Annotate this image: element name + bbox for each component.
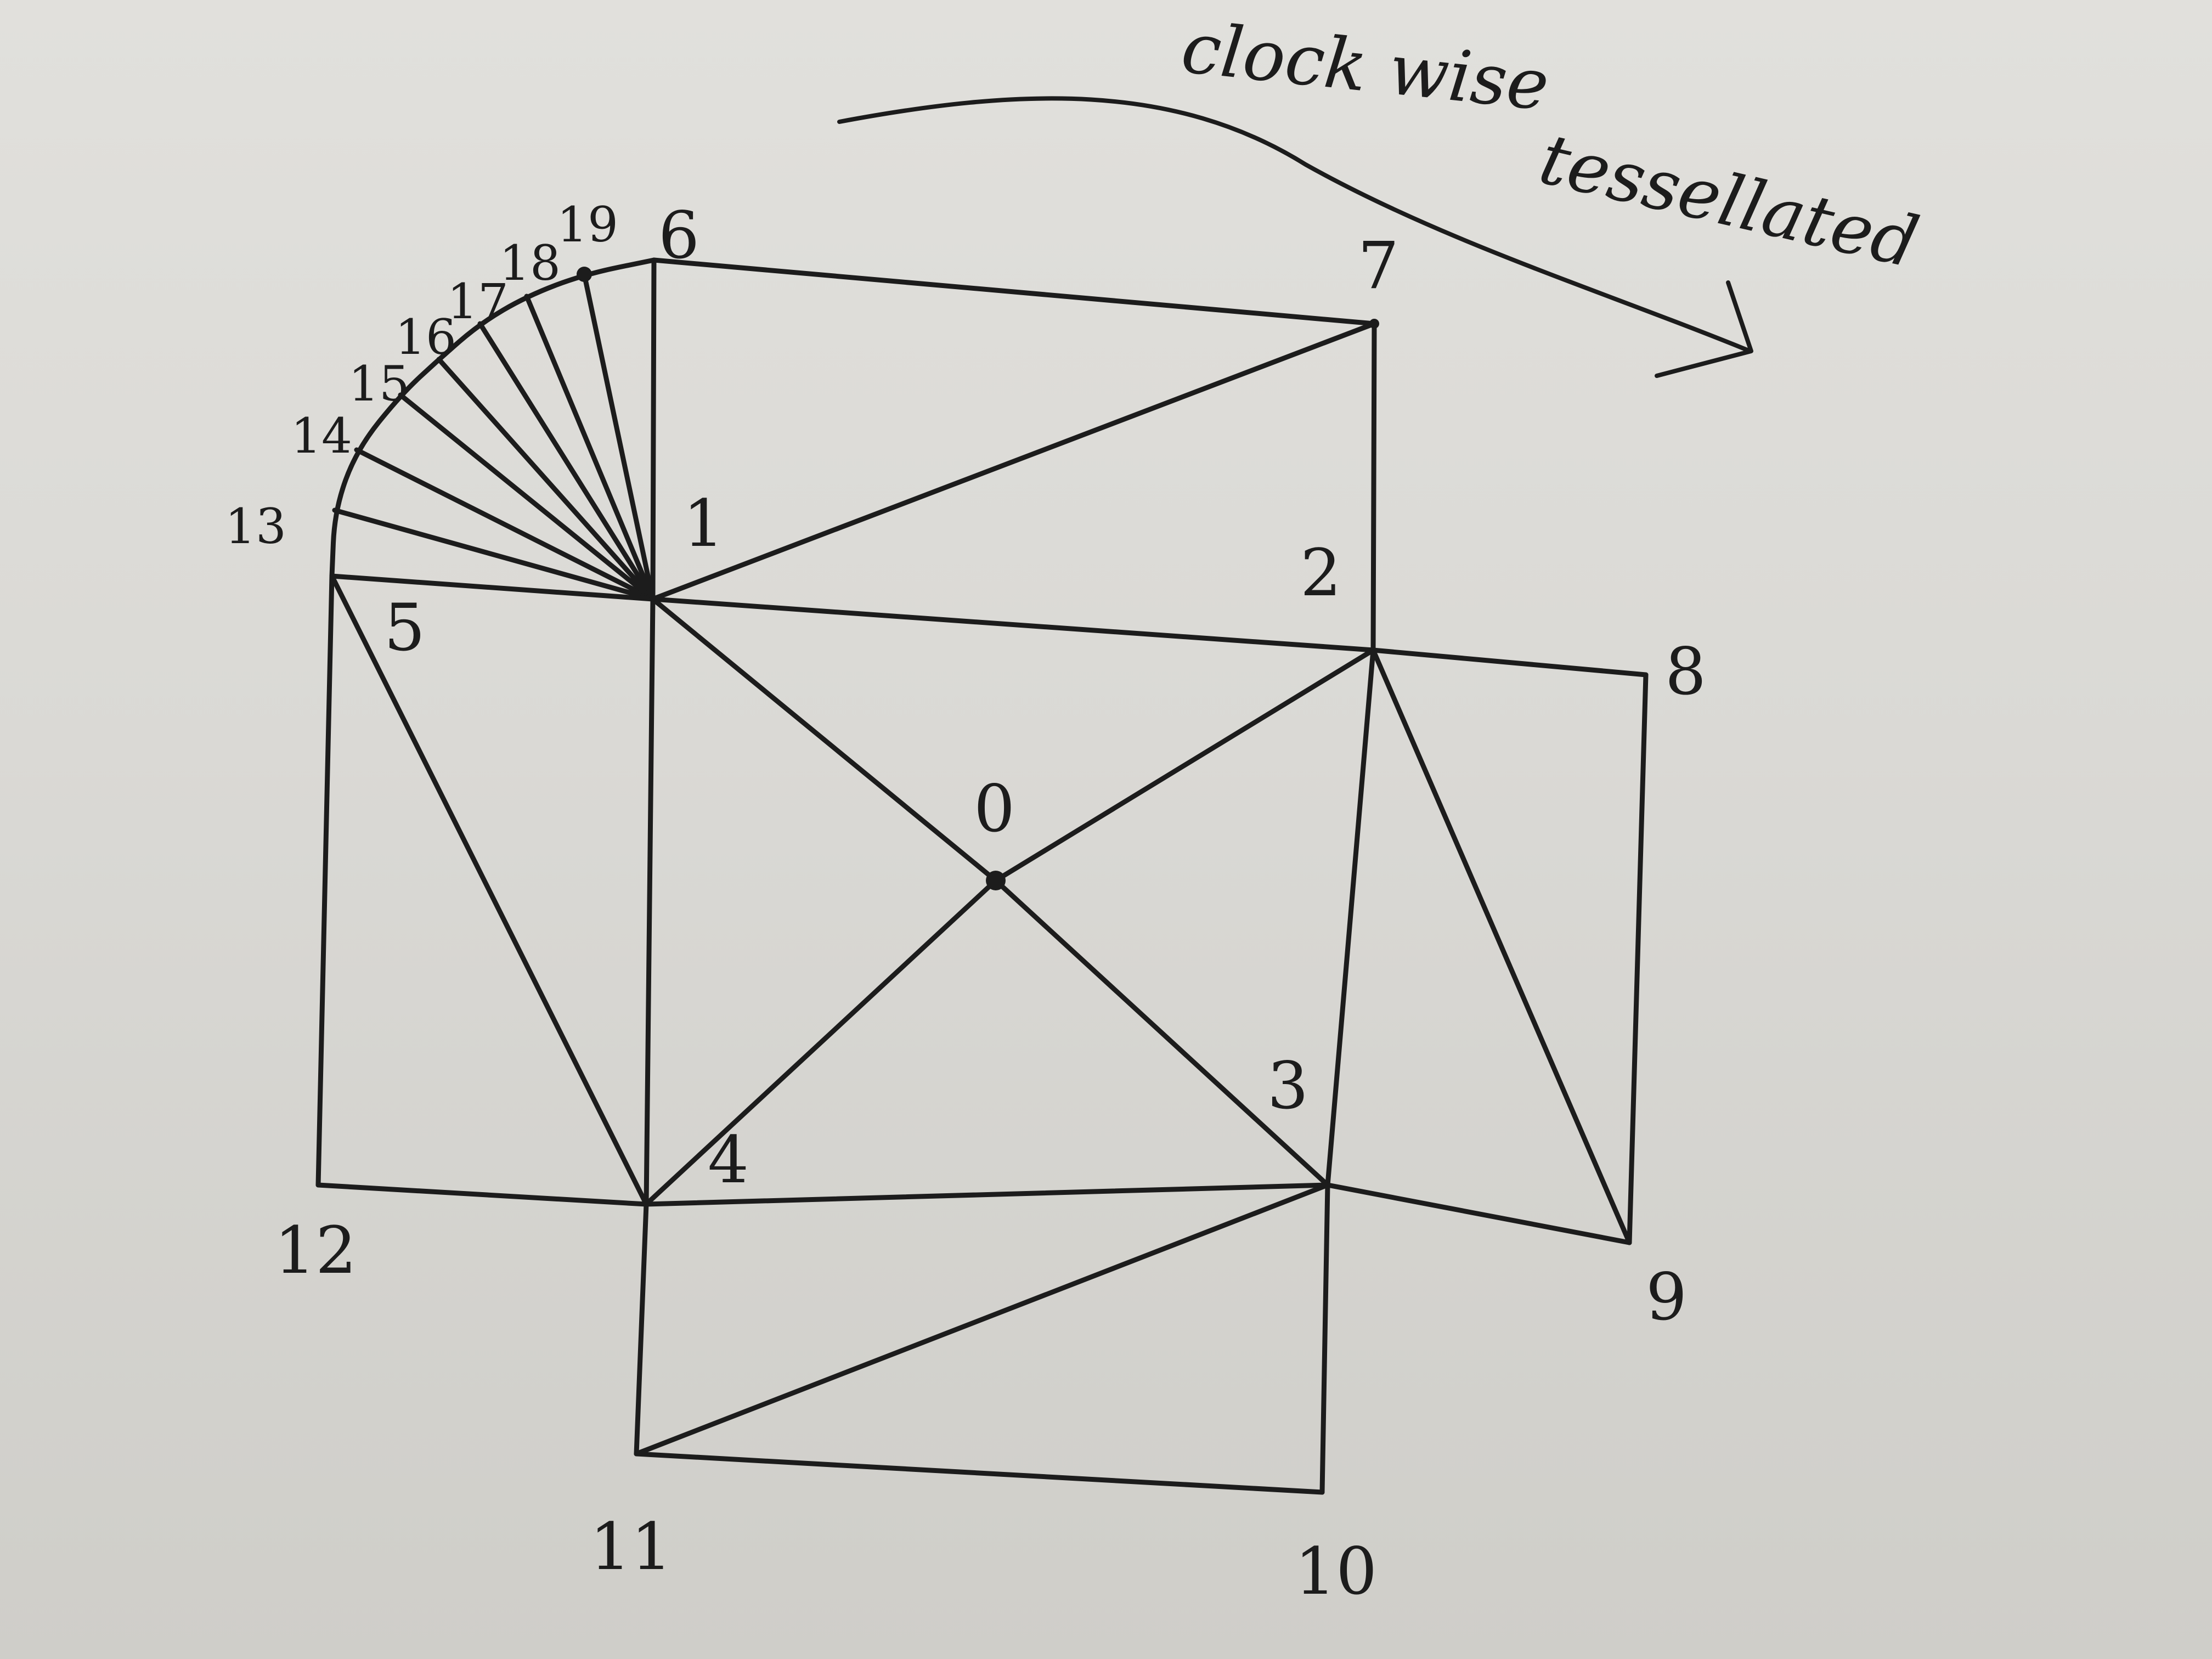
vertex-label-17: 17	[447, 273, 509, 330]
edge-1-13	[332, 507, 656, 602]
vertex-label-19: 19	[557, 196, 618, 253]
vertex-dot-0	[986, 871, 1006, 890]
edge-1-6	[650, 257, 657, 602]
edge-1-17	[477, 321, 656, 602]
vertex-label-15: 15	[348, 356, 410, 412]
vertex-label-7: 7	[1358, 228, 1399, 303]
edge-2-0	[993, 647, 1376, 883]
vertex-label-8: 8	[1665, 634, 1706, 709]
edge-1-19	[582, 272, 656, 602]
vertex-dot-7	[1369, 319, 1379, 329]
vertex-label-4: 4	[708, 1122, 749, 1198]
edge-2-3	[1325, 647, 1376, 1188]
annotation-line2: tessellated	[1532, 118, 1926, 284]
vertex-label-18: 18	[499, 235, 561, 291]
edge-5-1	[329, 573, 656, 602]
vertex-label-9: 9	[1646, 1259, 1687, 1335]
vertex-label-14: 14	[291, 408, 352, 464]
edge-0-4	[644, 878, 998, 1207]
vertex-label-11: 11	[590, 1509, 672, 1584]
vertex-dot-19	[577, 267, 592, 282]
vertex-label-0: 0	[974, 771, 1015, 847]
vertex-label-5: 5	[384, 590, 425, 665]
edge-1-15	[398, 392, 656, 602]
edge-1-18	[524, 294, 656, 602]
edge-3-4	[644, 1182, 1330, 1207]
edge-1-14	[354, 447, 656, 602]
vertex-label-13: 13	[225, 498, 286, 555]
vertex-dots	[577, 267, 1379, 890]
edge-1-2	[650, 596, 1376, 653]
vertex-label-16: 16	[395, 309, 456, 365]
vertex-label-12: 12	[274, 1212, 357, 1288]
edge-3-10	[1319, 1182, 1330, 1495]
vertex-label-6: 6	[658, 198, 699, 273]
edge-1-0	[650, 596, 998, 883]
edge-4-12	[315, 1182, 649, 1207]
edge-1-7	[650, 321, 1377, 602]
edge-1-16	[436, 357, 656, 602]
edge-9-3	[1325, 1182, 1632, 1245]
vertex-label-1: 1	[683, 486, 724, 561]
edge-3-11	[634, 1182, 1330, 1457]
vertex-label-10: 10	[1295, 1533, 1377, 1609]
edge-11-4	[634, 1201, 649, 1457]
arc-5-to-6	[329, 257, 657, 579]
edge-2-9	[1370, 647, 1632, 1245]
vertex-label-3: 3	[1267, 1048, 1308, 1124]
arrow-head	[1655, 280, 1753, 378]
annotation-line1: clock wise	[1178, 7, 1553, 127]
arrow-shaft	[837, 96, 1752, 353]
edge-10-11	[634, 1451, 1325, 1495]
edge-2-8	[1370, 647, 1649, 678]
edges-layer	[315, 257, 1649, 1495]
edge-7-2	[1370, 321, 1377, 653]
vertex-label-2: 2	[1300, 535, 1341, 611]
edge-0-3	[993, 878, 1330, 1188]
edge-6-7	[651, 257, 1377, 326]
edge-8-9	[1627, 672, 1649, 1245]
edge-5-4	[329, 573, 649, 1207]
edge-4-1	[644, 596, 656, 1207]
clockwise-arrow	[837, 96, 1753, 378]
edge-12-5	[315, 573, 335, 1188]
